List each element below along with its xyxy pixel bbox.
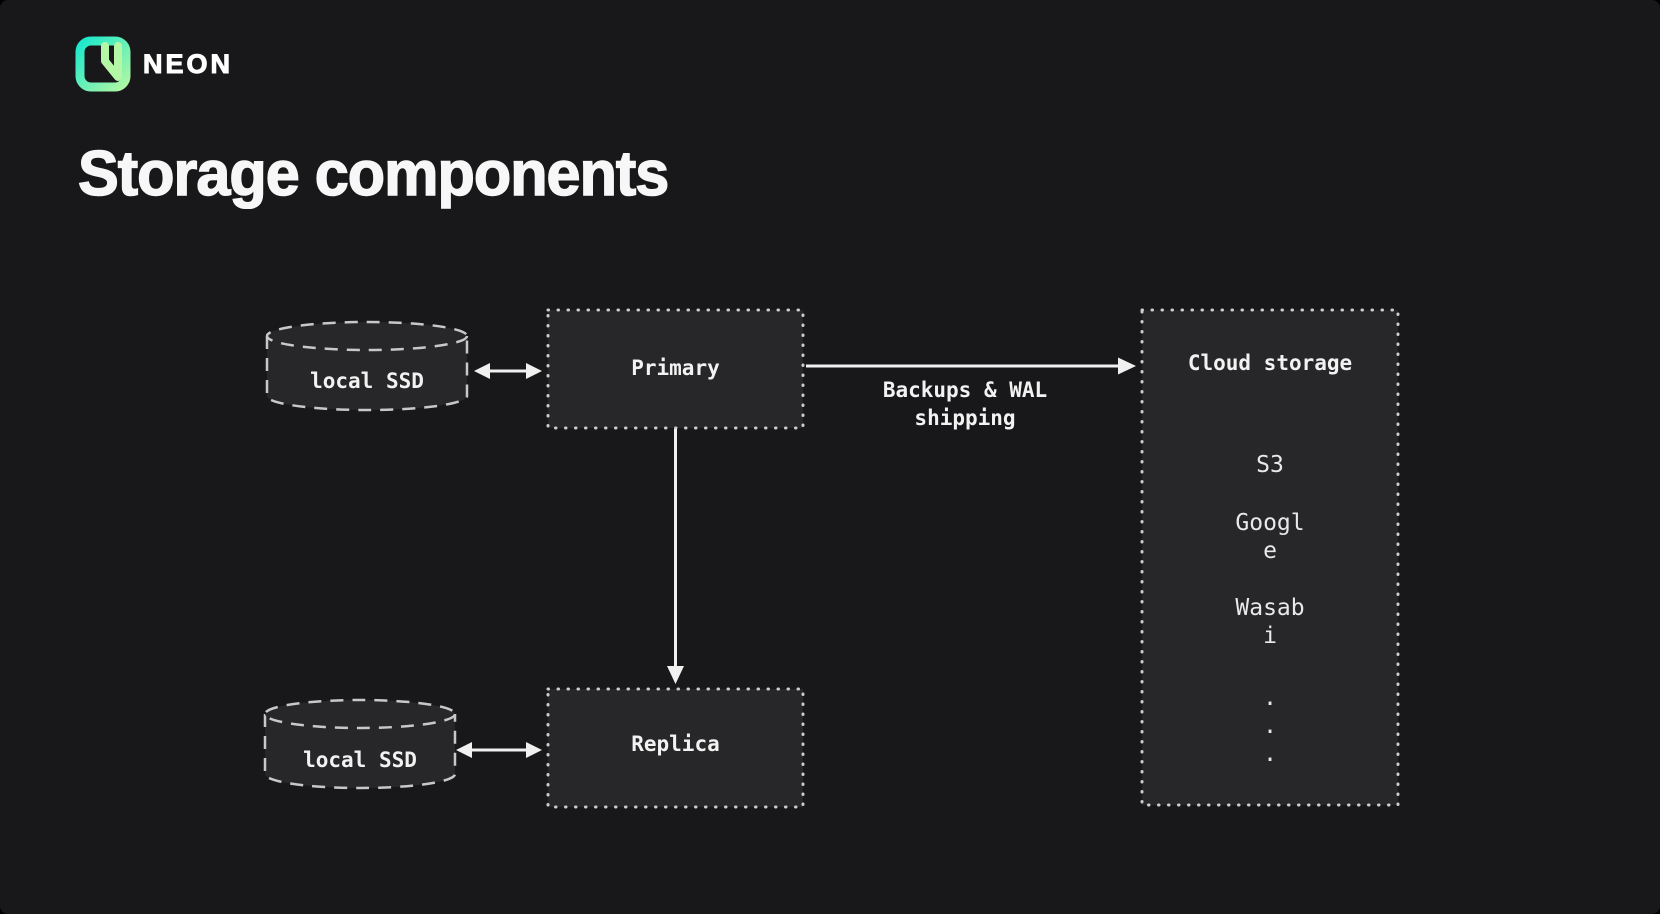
brand-wordmark: NEON — [142, 48, 234, 79]
primary-label: Primary — [631, 356, 720, 380]
cloud-provider-s3: S3 — [1142, 451, 1398, 479]
ellipsis-dot: . — [1263, 685, 1277, 711]
cloud-provider-wasabi: Wasabi — [1142, 594, 1398, 650]
backups-wal-label: Backups & WAL shipping — [882, 378, 1048, 430]
local-ssd-top-cylinder — [265, 320, 469, 412]
ellipsis-dot: . — [1263, 741, 1277, 767]
primary-node — [546, 308, 805, 430]
ellipsis-dot: . — [1263, 713, 1277, 739]
local-ssd-bottom-label: local SSD — [303, 748, 417, 772]
logo-n-glyph — [101, 42, 122, 81]
neon-logo-icon — [75, 36, 131, 92]
arrow-primary-cloud — [806, 357, 1136, 375]
replica-label: Replica — [631, 732, 720, 756]
replica-node — [546, 687, 805, 809]
arrow-ssd-replica — [456, 742, 542, 758]
cloud-provider-google: Google — [1142, 509, 1398, 565]
cloud-provider-google-text: Google — [1235, 510, 1305, 564]
arrow-ssd-primary — [474, 363, 542, 379]
logo-square — [75, 36, 131, 92]
cloud-storage-node — [1140, 308, 1400, 807]
page-title: Storage components — [77, 138, 670, 210]
arrow-primary-replica — [667, 429, 684, 684]
cloud-provider-wasabi-text: Wasabi — [1235, 595, 1305, 649]
local-ssd-top-label: local SSD — [310, 369, 424, 393]
brand: NEON — [75, 36, 233, 92]
cloud-provider-s3-text: S3 — [1256, 452, 1284, 478]
cloud-ellipsis: . . . — [1142, 684, 1398, 768]
cloud-storage-title: Cloud storage — [1187, 351, 1353, 375]
local-ssd-bottom-cylinder — [263, 698, 457, 790]
